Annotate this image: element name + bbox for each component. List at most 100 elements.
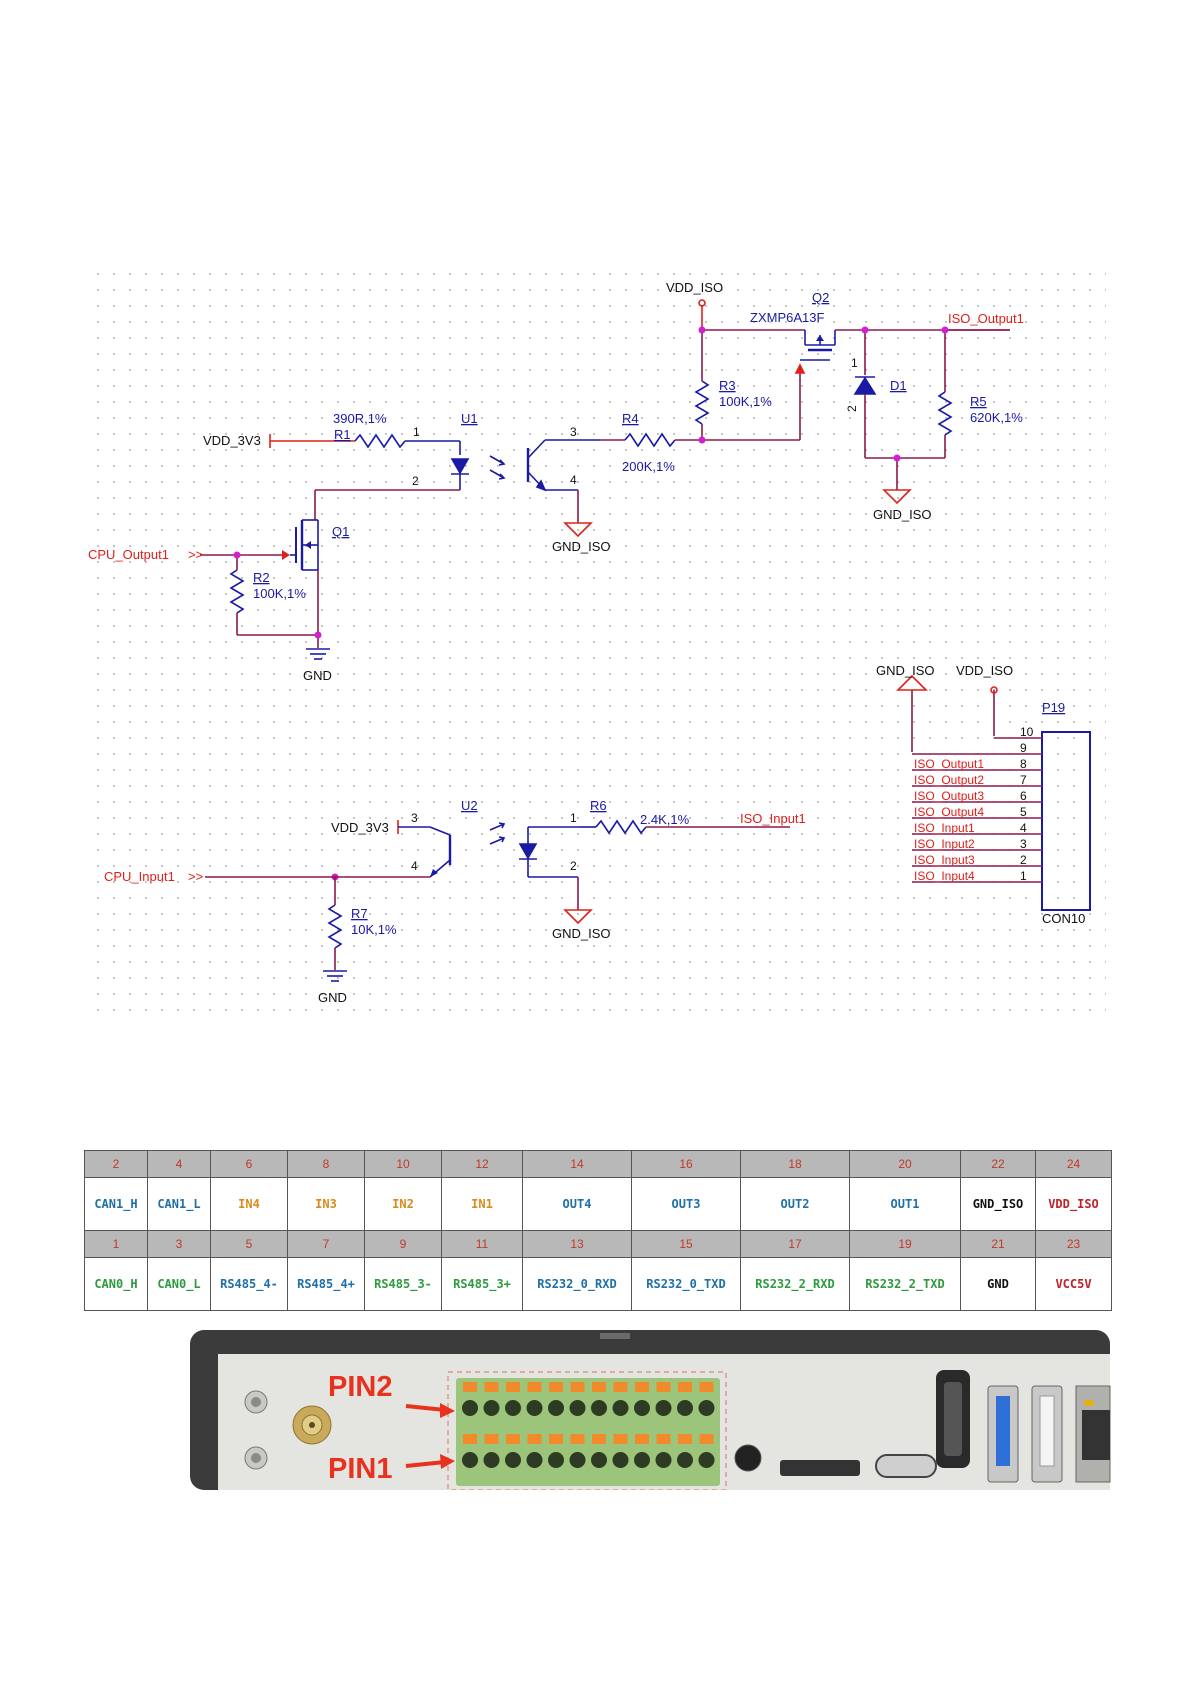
- pin-number-cell: 24: [1035, 1150, 1112, 1178]
- schematic-diagram: VDD_3V3 390R,1% R1 1 2 U1 3 4 GND_ISO R4…: [86, 262, 1106, 1022]
- connector-net-label: ISO_Input3: [914, 853, 975, 867]
- pin-number-cell: 5: [210, 1230, 288, 1258]
- pin-number-cell: 8: [287, 1150, 365, 1178]
- connector-pin-number: 5: [1020, 805, 1027, 819]
- connector-pin-number: 4: [1020, 821, 1027, 835]
- u1-pin-1: 1: [413, 425, 420, 439]
- net-gnd-iso-a: GND_ISO: [552, 539, 611, 554]
- pin-number-cell: 7: [287, 1230, 365, 1258]
- usb-c-port: [875, 1454, 937, 1478]
- connector-net-label: ISO_Output4: [914, 805, 984, 819]
- pin-number-cell: 3: [147, 1230, 211, 1258]
- net-vdd-3v3-a: VDD_3V3: [203, 433, 261, 448]
- net-iso-output1: ISO_Output1: [948, 311, 1024, 326]
- terminal-lever: [613, 1434, 628, 1444]
- pin-signal-cell: IN4: [210, 1177, 288, 1231]
- terminal-lever: [656, 1434, 671, 1444]
- connector-pin-number: 6: [1020, 789, 1027, 803]
- pin-signal-cell: OUT2: [740, 1177, 850, 1231]
- terminal-hole: [548, 1452, 564, 1468]
- schematic-grid: [86, 262, 1106, 1022]
- audio-jack-icon: [734, 1444, 762, 1472]
- pin-number-cell: 17: [740, 1230, 850, 1258]
- terminal-lever: [463, 1434, 477, 1444]
- terminal-hole: [655, 1400, 672, 1416]
- junctions: [233, 326, 949, 881]
- pin-signal-cell: CAN1_L: [147, 1177, 211, 1231]
- r6-ref: R6: [590, 798, 607, 813]
- device-photo: PIN2 PIN1: [190, 1330, 1111, 1490]
- terminal-lever: [527, 1434, 542, 1444]
- terminal-lever: [527, 1382, 542, 1392]
- net-gnd-iso-c: GND_ISO: [552, 926, 611, 941]
- terminal-hole: [612, 1452, 629, 1468]
- r4-ref: R4: [622, 411, 639, 426]
- r5-value: 620K,1%: [970, 410, 1023, 425]
- pin-signal-cell: RS485_3+: [441, 1257, 523, 1311]
- terminal-hole: [677, 1452, 693, 1468]
- terminal-lever: [592, 1382, 606, 1392]
- u2-pin-4: 4: [411, 859, 418, 873]
- pin-signal-cell: VCC5V: [1035, 1257, 1112, 1311]
- terminal-lever: [613, 1382, 628, 1392]
- pin-signal-cell: IN3: [287, 1177, 365, 1231]
- connector-pin-number: 2: [1020, 853, 1027, 867]
- pin2-label: PIN2: [328, 1371, 392, 1403]
- terminal-lever: [678, 1434, 692, 1444]
- terminal-lever: [678, 1382, 692, 1392]
- terminal-hole: [462, 1452, 478, 1468]
- pin-number-cell: 12: [441, 1150, 523, 1178]
- terminal-lever: [549, 1382, 563, 1392]
- pin-number-cell: 18: [740, 1150, 850, 1178]
- pin-number-cell: 6: [210, 1150, 288, 1178]
- terminal-hole: [591, 1400, 607, 1416]
- terminal-hole: [698, 1452, 715, 1468]
- r3-ref: R3: [719, 378, 736, 393]
- pin-signal-cell: RS485_3-: [364, 1257, 442, 1311]
- terminal-lever: [635, 1382, 649, 1392]
- pin-number-cell: 11: [441, 1230, 523, 1258]
- pin-number-cell: 16: [631, 1150, 741, 1178]
- terminal-lever: [570, 1434, 585, 1444]
- pin-signal-cell: VDD_ISO: [1035, 1177, 1112, 1231]
- terminal-lever: [656, 1382, 671, 1392]
- screw-icon: [244, 1390, 268, 1470]
- r6-value: 2.4K,1%: [640, 812, 690, 827]
- u2-pin-3: 3: [411, 811, 418, 825]
- resistor-r7: [327, 904, 343, 949]
- p19-value: CON10: [1042, 911, 1085, 926]
- r1-value: 390R,1%: [333, 411, 387, 426]
- pin-signal-cell: IN2: [364, 1177, 442, 1231]
- pin-signal-cell: RS232_2_RXD: [740, 1257, 850, 1311]
- r1-ref: R1: [334, 427, 351, 442]
- terminal-hole: [569, 1452, 586, 1468]
- connector-p19: [896, 674, 1091, 911]
- terminal-hole: [569, 1400, 586, 1416]
- resistor-r6: [595, 819, 647, 835]
- pin2-arrow-icon: [405, 1404, 446, 1412]
- d1-pin-1: 1: [851, 356, 858, 370]
- pin-number-cell: 23: [1035, 1230, 1112, 1258]
- r3-value: 100K,1%: [719, 394, 772, 409]
- pin-number-cell: 19: [849, 1230, 961, 1258]
- output-circuit: [200, 299, 1010, 660]
- terminal-lever: [506, 1382, 520, 1392]
- r5-ref: R5: [970, 394, 987, 409]
- net-gnd-iso-d: GND_ISO: [876, 663, 935, 678]
- pin-number-cell: 9: [364, 1230, 442, 1258]
- q2-ref: Q2: [812, 290, 829, 305]
- terminal-lever: [699, 1434, 714, 1444]
- resistor-r4: [624, 432, 676, 448]
- net-iso-input1: ISO_Input1: [740, 811, 806, 826]
- pin-signal-cell: OUT1: [849, 1177, 961, 1231]
- net-cpu-output1: CPU_Output1: [88, 547, 169, 562]
- net-gnd-b: GND: [318, 990, 347, 1005]
- connector-net-label: ISO_Output1: [914, 757, 984, 771]
- terminal-lever: [484, 1434, 499, 1444]
- connector-net-label: ISO_Output3: [914, 789, 984, 803]
- pin-signal-cell: RS485_4+: [287, 1257, 365, 1311]
